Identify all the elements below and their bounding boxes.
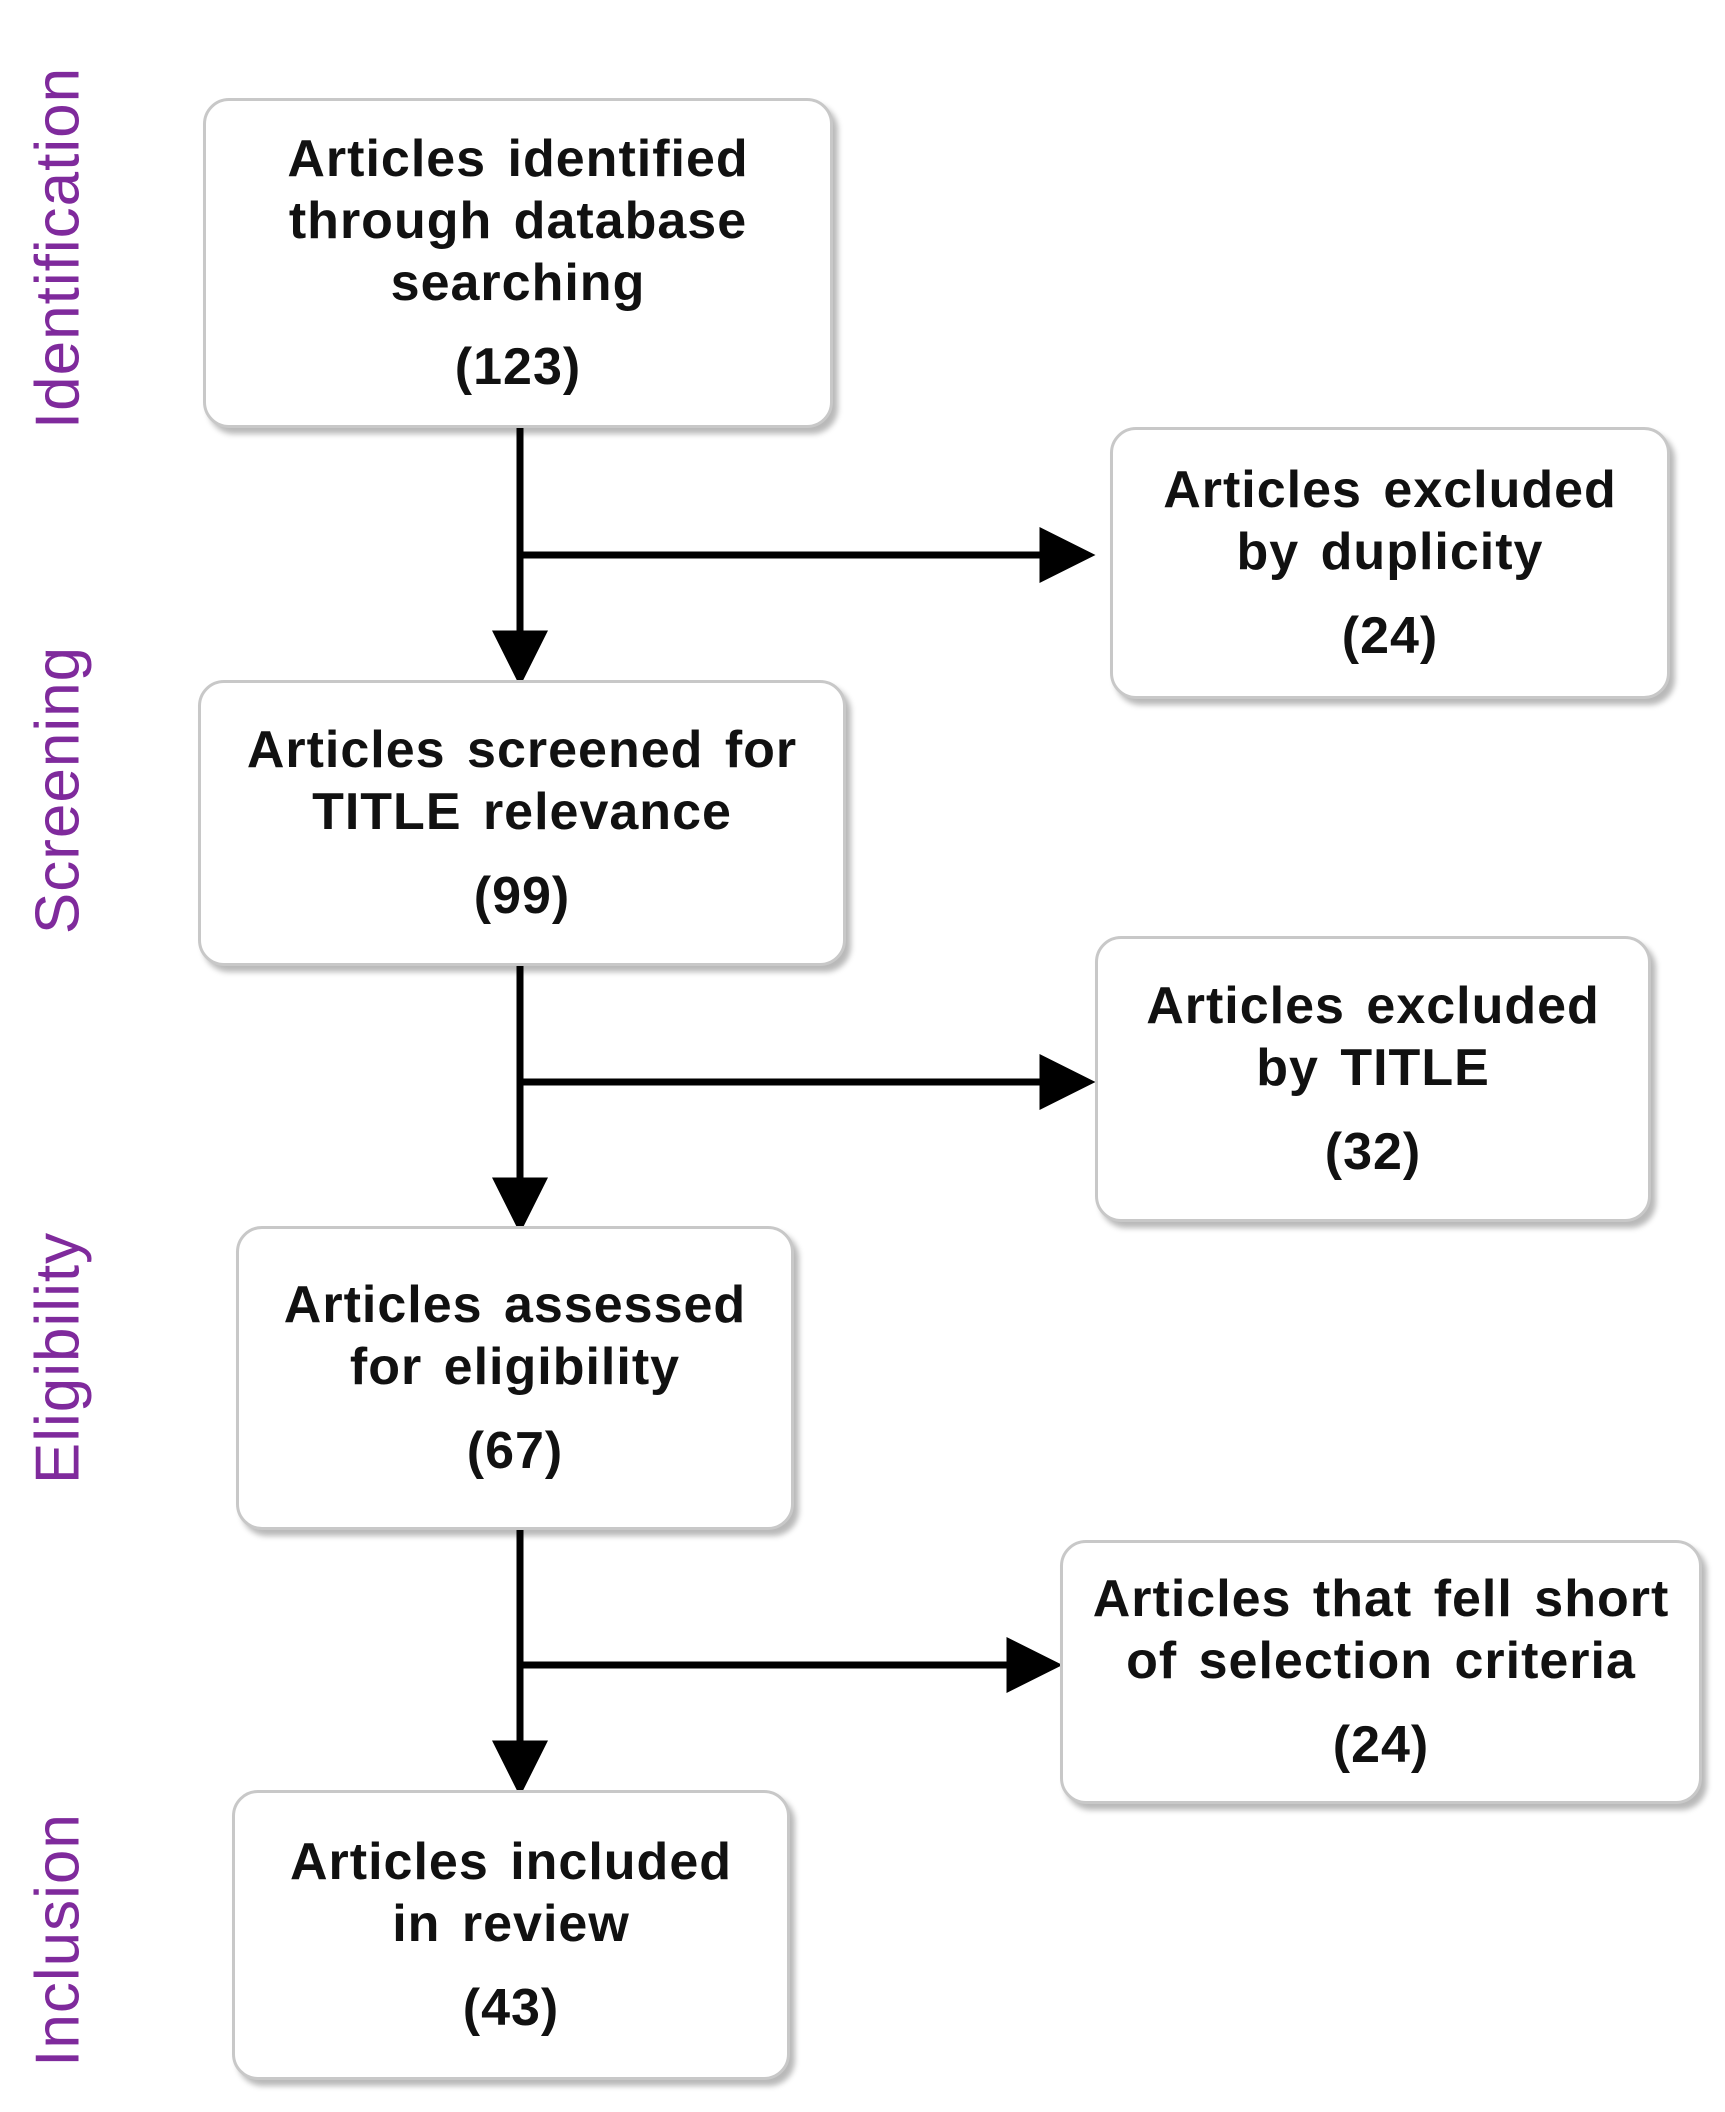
box-short-criteria-line-1: Articles that fell short — [1092, 1570, 1670, 1628]
box-screened-line-1: Articles screened for — [246, 721, 798, 779]
box-short-criteria: Articles that fell short of selection cr… — [1060, 1540, 1702, 1804]
box-excluded-title-line-2: by TITLE — [1256, 1039, 1490, 1097]
box-excluded-title-count: (32) — [1324, 1123, 1422, 1181]
box-identified-line-2: through database — [288, 192, 748, 250]
box-identified-count: (123) — [454, 338, 582, 396]
box-screened-line-2: TITLE relevance — [312, 783, 732, 841]
box-screened-count: (99) — [473, 867, 571, 925]
box-identified-line-3: searching — [390, 254, 646, 312]
box-excluded-duplicity: Articles excluded by duplicity (24) — [1110, 427, 1670, 699]
box-screened: Articles screened for TITLE relevance (9… — [198, 680, 846, 966]
box-included: Articles included in review (43) — [232, 1790, 790, 2080]
box-assessed-line-2: for eligibility — [349, 1338, 681, 1396]
box-assessed-count: (67) — [466, 1422, 564, 1480]
stage-inclusion-label: Inclusion — [23, 1813, 93, 2067]
box-excluded-duplicity-line-2: by duplicity — [1236, 523, 1544, 581]
box-included-count: (43) — [462, 1979, 560, 2037]
box-excluded-duplicity-count: (24) — [1341, 607, 1439, 665]
box-excluded-title-line-1: Articles excluded — [1146, 977, 1600, 1035]
box-short-criteria-count: (24) — [1332, 1716, 1430, 1774]
box-identified: Articles identified through database sea… — [203, 98, 833, 428]
box-short-criteria-line-2: of selection criteria — [1126, 1632, 1636, 1690]
box-excluded-duplicity-line-1: Articles excluded — [1163, 461, 1617, 519]
stage-screening-label: Screening — [23, 645, 93, 935]
box-identified-line-1: Articles identified — [287, 130, 749, 188]
stage-eligibility-label: Eligibility — [23, 1231, 93, 1485]
box-included-line-2: in review — [392, 1895, 630, 1953]
box-assessed-line-1: Articles assessed — [283, 1276, 747, 1334]
stage-identification-label: Identification — [23, 66, 93, 430]
box-included-line-1: Articles included — [290, 1833, 732, 1891]
box-assessed: Articles assessed for eligibility (67) — [236, 1226, 794, 1530]
box-excluded-title: Articles excluded by TITLE (32) — [1095, 936, 1651, 1222]
